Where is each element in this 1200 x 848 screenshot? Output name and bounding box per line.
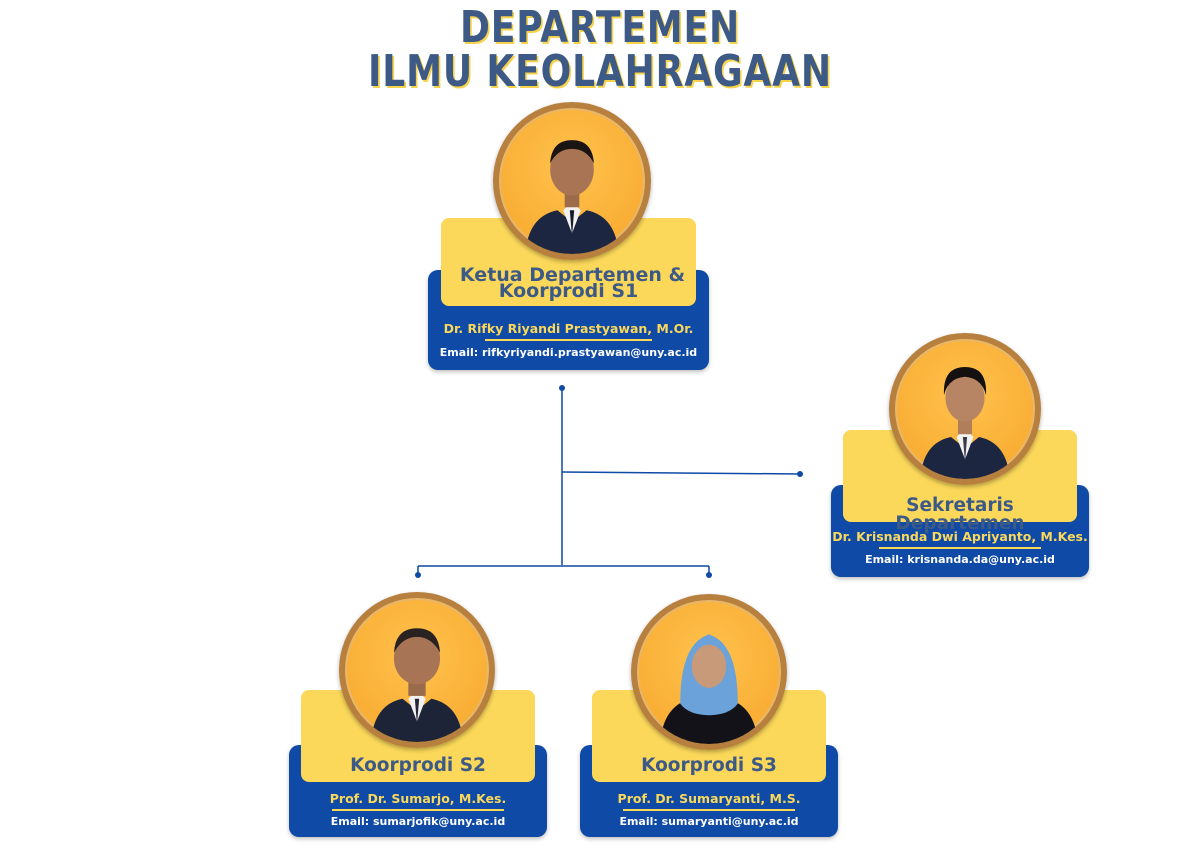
person-portrait-icon — [525, 140, 619, 254]
title-line-2: ILMU KEOLAHRAGAAN — [368, 46, 832, 97]
card-ketua-email: Email: rifkyriyandi.prastyawan@uny.ac.id — [439, 346, 698, 359]
person-portrait-icon — [660, 634, 758, 744]
card-ketua-underline — [485, 339, 652, 341]
card-s2-name: Prof. Dr. Sumarjo, M.Kes. — [329, 791, 507, 806]
card-s3-role: Koorprodi S3 — [641, 755, 777, 776]
person-portrait-icon — [920, 367, 1010, 479]
title-line-1: DEPARTEMEN — [459, 2, 741, 53]
connector-dot-sekretaris — [797, 471, 803, 477]
card-sekretaris-name: Dr. Krisnanda Dwi Apriyanto, M.Kes. — [832, 529, 1088, 544]
card-ketua-avatar — [493, 102, 651, 260]
card-s3-name: Prof. Dr. Sumaryanti, M.S. — [617, 791, 801, 806]
card-sekretaris-avatar — [889, 333, 1041, 485]
connector-dot-s2 — [415, 572, 421, 578]
page-title: DEPARTEMEN ILMU KEOLAHRAGAAN — [108, 6, 1092, 94]
card-sekretaris-underline — [879, 547, 1041, 549]
card-sekretaris-role: Sekretaris Departemen — [895, 495, 1025, 534]
connector-dot-top — [559, 385, 565, 391]
card-s2-underline — [332, 809, 504, 811]
connector-dot-s3 — [706, 572, 712, 578]
card-ketua-role-line-2: Koorprodi S1 — [498, 280, 639, 302]
card-ketua-name: Dr. Rifky Riyandi Prastyawan, M.Or. — [443, 321, 694, 336]
card-s3-avatar — [631, 594, 787, 750]
card-sekretaris-email: Email: krisnanda.da@uny.ac.id — [865, 553, 1055, 566]
card-ketua-role-panel: Ketua Departemen & Koorprodi S1 — [441, 218, 696, 306]
card-s3-underline — [623, 809, 795, 811]
card-s2-avatar — [339, 592, 495, 748]
card-ketua-role-line-1: Ketua Departemen & — [459, 264, 686, 286]
card-s3-email: Email: sumaryanti@uny.ac.id — [619, 815, 799, 828]
card-s2-email: Email: sumarjofik@uny.ac.id — [330, 815, 506, 828]
person-portrait-icon — [370, 628, 464, 742]
connector-to-sekretaris — [561, 471, 801, 475]
card-s2-role: Koorprodi S2 — [350, 755, 486, 776]
